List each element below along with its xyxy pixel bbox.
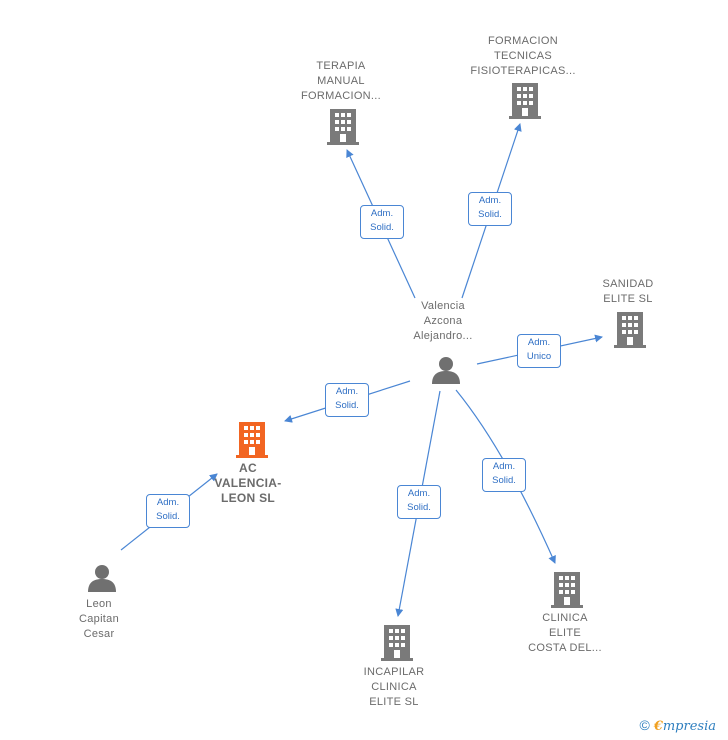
edge-label-to-ac-valencia[interactable]: Adm. Solid.: [325, 383, 369, 417]
building-icon[interactable]: [327, 109, 359, 145]
edge-label-leon-to-ac[interactable]: Adm. Solid.: [146, 494, 190, 528]
node-label-formacion-tecnicas[interactable]: FORMACION TECNICAS FISIOTERAPICAS...: [470, 35, 576, 77]
edge-label-to-incapilar[interactable]: Adm. Solid.: [397, 485, 441, 519]
edge-label-to-formacion[interactable]: Adm. Solid.: [468, 192, 512, 226]
node-label-clinica-elite[interactable]: CLINICA ELITE COSTA DEL...: [528, 612, 602, 654]
building-icon[interactable]: [509, 83, 541, 119]
building-icon[interactable]: [551, 572, 583, 608]
building-icon[interactable]: [381, 625, 413, 661]
node-label-sanidad-elite[interactable]: SANIDAD ELITE SL: [602, 278, 654, 305]
brand-name: mpresia: [662, 719, 716, 734]
building-icon[interactable]: [236, 422, 268, 458]
building-icon[interactable]: [614, 312, 646, 348]
person-icon[interactable]: [431, 355, 461, 385]
brand-watermark: ©€mpresia: [639, 717, 716, 734]
node-label-terapia-manual[interactable]: TERAPIA MANUAL FORMACION...: [301, 60, 381, 102]
brand-logo-initial: €: [653, 719, 663, 734]
edge-label-to-clinica[interactable]: Adm. Solid.: [482, 458, 526, 492]
person-icon[interactable]: [87, 563, 117, 593]
node-label-valencia-azcona[interactable]: Valencia Azcona Alejandro...: [413, 300, 473, 342]
copyright-icon: ©: [639, 717, 650, 733]
node-label-ac-valencia-leon[interactable]: AC VALENCIA- LEON SL: [214, 461, 282, 505]
edge-label-to-terapia[interactable]: Adm. Solid.: [360, 205, 404, 239]
edge-label-to-sanidad[interactable]: Adm. Unico: [517, 334, 561, 368]
node-label-incapilar-clinica[interactable]: INCAPILAR CLINICA ELITE SL: [363, 666, 425, 708]
node-label-leon-capitan[interactable]: Leon Capitan Cesar: [78, 598, 119, 640]
